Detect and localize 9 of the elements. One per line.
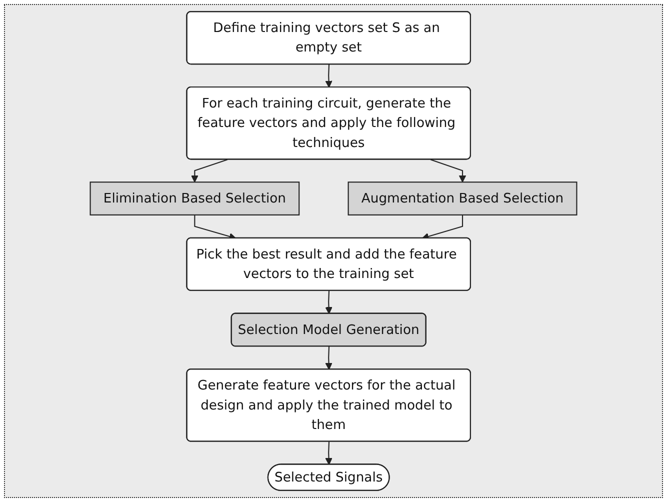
arrow: [325, 64, 332, 88]
arrow: [430, 159, 466, 182]
arrow: [325, 290, 332, 314]
node-box: [90, 182, 300, 216]
diagram-frame: Define training vectors set S as an empty set For each training circuit, generate the feature vectors and apply the following techniques Elimination Based Selection Augmentation Based Selection Pick the best result and add the feature vectors to the training set Selection Model Generation Generate feature vectors for the actual design and apply the trained model to them Selected Signals: [4, 4, 663, 498]
arrow: [191, 159, 228, 182]
arrow: [325, 346, 332, 370]
node-box: [348, 182, 578, 216]
arrow: [325, 442, 332, 465]
